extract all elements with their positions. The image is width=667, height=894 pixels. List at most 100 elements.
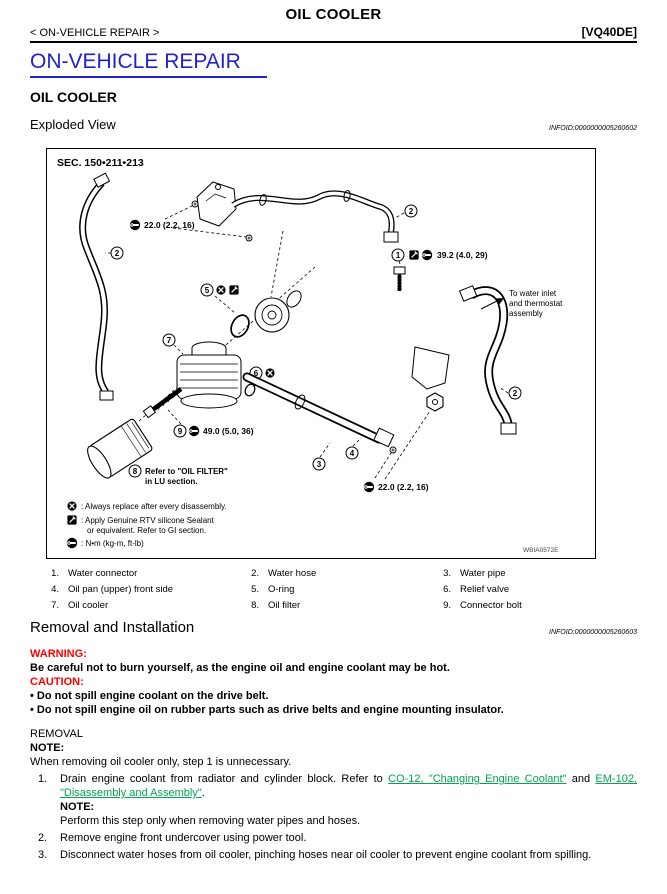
legend: : Always replace after every disassembly… — [66, 500, 227, 549]
step-text-segment: and — [566, 773, 596, 785]
water-inlet-label: assembly — [509, 309, 543, 318]
bracket-shape — [196, 181, 237, 227]
water-hose-right-shape — [458, 285, 517, 435]
callout-connector-bolt: 9 — [173, 424, 187, 438]
callout-water-hose-right: 2 — [508, 386, 522, 400]
part-number: 2. — [251, 568, 259, 579]
step-text: Disconnect water hoses from oil cooler, … — [60, 849, 592, 861]
connector-bolt-shape — [142, 387, 183, 419]
bolt-icon — [389, 446, 397, 454]
torque-symbol-icon — [421, 249, 433, 261]
section-heading: ON-VEHICLE REPAIR — [30, 50, 267, 78]
breadcrumb: < ON-VEHICLE REPAIR > — [30, 27, 160, 39]
part-label: Oil filter — [268, 600, 301, 611]
removal-subheading: REMOVAL — [30, 728, 83, 740]
callout-number: 6 — [254, 369, 259, 378]
oil-filter-note: Refer to "OIL FILTER" — [145, 467, 228, 476]
legend-sealant-text: : Apply Genuine RTV silicone Sealant — [81, 516, 215, 525]
step-2: 2. Remove engine front undercover using … — [30, 831, 637, 845]
oil-filter-shape — [87, 418, 153, 479]
header-row: < ON-VEHICLE REPAIR > [VQ40DE] — [30, 25, 637, 39]
step-text: Drain engine coolant from radiator and c… — [60, 772, 637, 828]
water-pipe-top-shape — [231, 190, 399, 243]
step-text-segment: Drain engine coolant from radiator and c… — [60, 773, 389, 785]
part-label: O-ring — [268, 584, 295, 595]
part-item: 8. Oil filter — [245, 600, 437, 611]
leader-lines — [105, 205, 509, 480]
oil-filter-note: in LU section. — [145, 477, 197, 486]
removal-heading: Removal and Installation — [30, 619, 195, 636]
callout-number: 1 — [396, 251, 401, 260]
water-pipe-lower-shape — [242, 372, 395, 448]
part-label: Water pipe — [460, 568, 506, 579]
arrow-icon — [495, 298, 504, 305]
exploded-view-heading-row: Exploded View INFOID:0000000005260602 — [30, 117, 637, 132]
replace-symbol-icon — [215, 284, 227, 296]
torque-symbol-icon — [188, 425, 200, 437]
o-ring-shape — [230, 314, 250, 338]
bracket-right-shape — [411, 346, 450, 390]
part-label: Oil pan (upper) front side — [68, 584, 174, 595]
callout-number: 2 — [513, 389, 518, 398]
part-number: 5. — [251, 584, 259, 595]
part-label: Water hose — [268, 568, 317, 579]
replace-symbol-icon — [66, 500, 78, 512]
replace-symbol-icon — [264, 367, 276, 379]
part-item: 6. Relief valve — [437, 584, 637, 595]
part-item: 7. Oil cooler — [45, 600, 245, 611]
part-number: 8. — [251, 600, 259, 611]
callout-number: 7 — [167, 336, 172, 345]
section-heading-row: ON-VEHICLE REPAIR — [30, 43, 637, 78]
part-label: Water connector — [68, 568, 138, 579]
removal-heading-row: Removal and Installation INFOID:00000000… — [30, 619, 637, 636]
part-number: 3. — [443, 568, 451, 579]
bolt-icon — [191, 200, 199, 208]
part-item: 4. Oil pan (upper) front side — [45, 584, 245, 595]
figure-code: WBIA0572E — [523, 547, 559, 554]
part-label: Oil cooler — [68, 600, 109, 611]
callout-number: 4 — [350, 449, 355, 458]
water-inlet-label: To water inlet — [509, 289, 557, 298]
step-1: 1. Drain engine coolant from radiator an… — [30, 772, 637, 828]
page-title: OIL COOLER — [285, 6, 382, 23]
torque-spec-top: 22.0 (2.2, 16) — [129, 219, 195, 231]
part-number: 6. — [443, 584, 451, 595]
torque-value: 49.0 (5.0, 36) — [203, 426, 254, 436]
bolt-top-shape — [393, 266, 406, 291]
infoid-exploded: INFOID:0000000005260602 — [549, 125, 637, 132]
part-label: Connector bolt — [460, 600, 522, 611]
step-3: 3. Disconnect water hoses from oil coole… — [30, 848, 637, 862]
bolt-icon — [245, 234, 253, 242]
exploded-view-svg: SEC. 150•211•213 — [57, 157, 563, 554]
torque-value: 22.0 (2.2, 16) — [144, 220, 195, 230]
link-em-102[interactable]: EM-102, "Disassembly and Assembly" — [60, 773, 637, 799]
part-number: 4. — [51, 584, 59, 595]
parts-list: 1.Water connector 2.Water hose 3.Water p… — [45, 568, 637, 611]
sealant-symbol-icon — [408, 249, 420, 261]
water-inlet-annotation: To water inlet and thermostat assembly — [480, 289, 563, 318]
part-label: Relief valve — [460, 584, 510, 595]
exploded-view-heading: Exploded View — [30, 117, 116, 132]
torque-symbol-icon — [66, 537, 78, 549]
caution-item: • Do not spill engine coolant on the dri… — [30, 690, 269, 702]
sealant-symbol-icon — [66, 514, 78, 526]
water-hose-left-shape — [79, 172, 114, 401]
part-number: 7. — [51, 600, 59, 611]
link-co-12[interactable]: CO-12, "Changing Engine Coolant" — [388, 773, 567, 785]
callout-o-ring: 5 — [200, 283, 214, 297]
legend-sealant-text: or equivalent. Refer to GI section. — [87, 526, 206, 535]
step-number: 2. — [38, 832, 48, 844]
exploded-view-figure: SEC. 150•211•213 — [46, 148, 596, 559]
callout-number: 9 — [178, 427, 183, 436]
step-text-segment: . — [201, 787, 205, 799]
callout-number: 2 — [409, 207, 414, 216]
caution-label: CAUTION: — [30, 676, 84, 688]
note-label: NOTE: — [60, 801, 95, 813]
note-text: When removing oil cooler only, step 1 is… — [30, 756, 292, 768]
torque-symbol-icon — [129, 219, 141, 231]
callout-oil-filter: 8 — [128, 464, 142, 478]
relief-valve-shape — [426, 392, 444, 412]
caution-item: • Do not spill engine oil on rubber part… — [30, 704, 504, 716]
callout-oil-cooler: 7 — [162, 333, 176, 347]
